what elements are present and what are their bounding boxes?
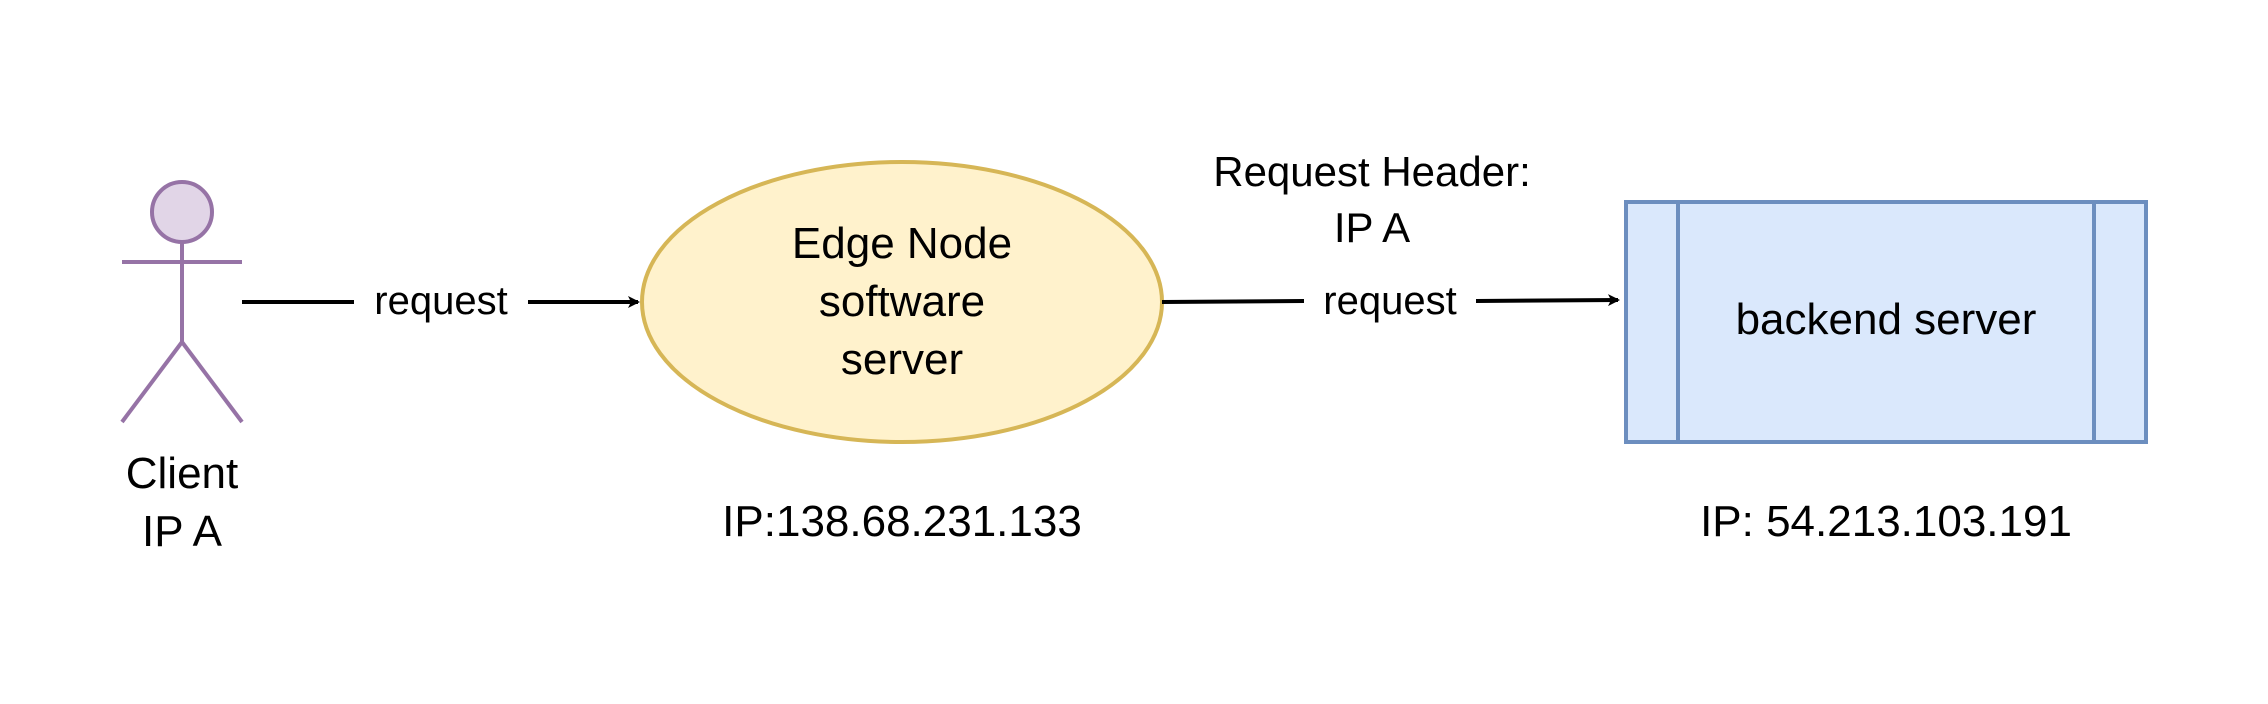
edge-2-label: request: [1323, 279, 1456, 323]
edge-node-label-line3: server: [841, 335, 963, 384]
edge-node-server[interactable]: Edge Node software server: [640, 160, 1164, 444]
client-actor-head: [150, 180, 214, 244]
request-edge-2: request Request Header: IP A: [1161, 148, 1620, 323]
request-header-label-line1: Request Header:: [1213, 148, 1531, 195]
client-actor[interactable]: [120, 180, 244, 424]
edge-node-label-line2: software: [819, 277, 985, 326]
backend-server-ip-label: IP: 54.213.103.191: [1700, 497, 2072, 546]
client-actor-left-leg: [120, 340, 184, 424]
edge-2-segment-left: [1161, 299, 1305, 304]
client-actor-right-leg: [180, 340, 244, 424]
edge-node-ip-label: IP:138.68.231.133: [722, 497, 1082, 546]
edge-2-segment-right: [1475, 294, 1620, 307]
edge-node-label-line1: Edge Node: [792, 219, 1012, 268]
request-header-label-line2: IP A: [1334, 204, 1410, 251]
backend-server-box: [1624, 200, 2148, 444]
client-name-label: Client: [126, 449, 239, 498]
request-edge-1: request: [242, 279, 640, 323]
backend-server-label: backend server: [1736, 295, 2037, 344]
edge-1-label: request: [374, 279, 507, 323]
client-ip-label: IP A: [142, 507, 223, 556]
backend-server[interactable]: backend server: [1624, 200, 2148, 444]
